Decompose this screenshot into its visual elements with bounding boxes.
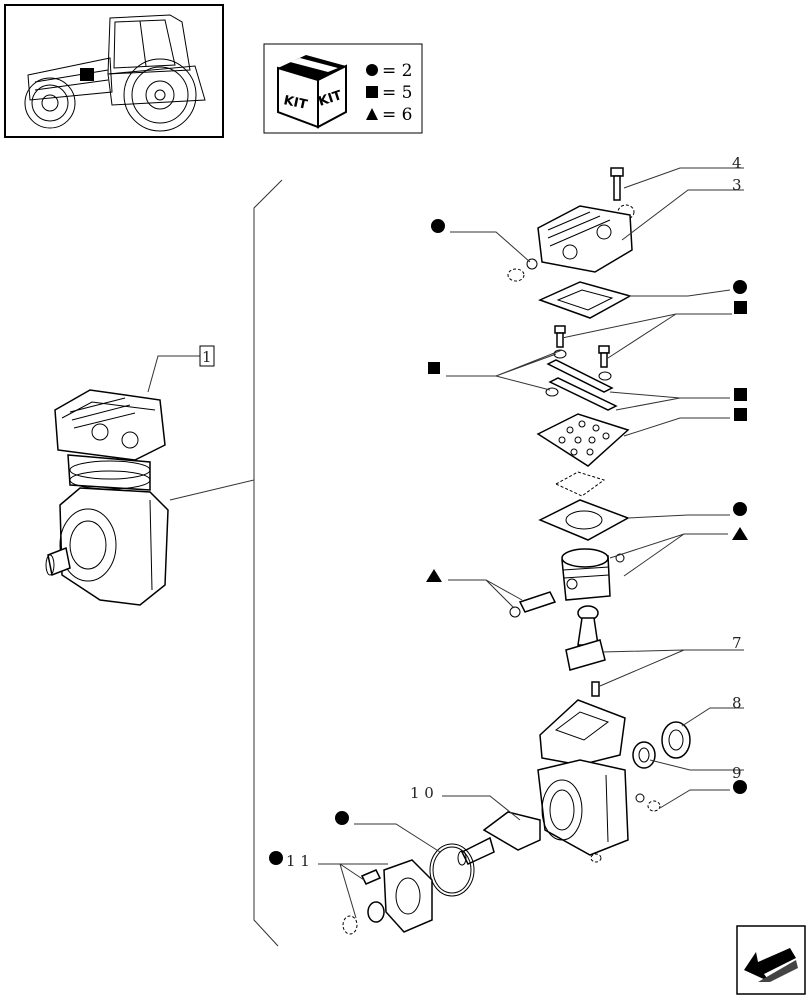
callout-3[interactable]: 3 — [732, 176, 742, 194]
piston-pin[interactable] — [509, 591, 557, 618]
marker-circle-head-fitting[interactable] — [431, 219, 445, 233]
leader-square-plate — [623, 417, 730, 437]
marker-square-screws[interactable] — [734, 301, 747, 314]
crankcase[interactable] — [537, 699, 629, 863]
legend-circle-icon — [366, 64, 378, 76]
navigate-arrow-icon — [744, 948, 798, 982]
cylinder-head[interactable] — [537, 205, 633, 273]
leader-circle-lower-gasket — [627, 514, 730, 519]
piston[interactable] — [561, 548, 625, 601]
valve-strips[interactable] — [546, 359, 618, 411]
leader-7 — [599, 649, 744, 687]
leader-triangle-piston — [609, 533, 728, 577]
marker-circle-top-gasket[interactable] — [733, 280, 747, 294]
marker-square-strips[interactable] — [734, 388, 747, 401]
legend-triangle-count: = 6 — [382, 105, 412, 125]
marker-square-plate[interactable] — [734, 408, 747, 421]
crankshaft[interactable] — [457, 811, 541, 866]
kit-label-left: KIT — [282, 93, 309, 113]
head-fittings[interactable] — [507, 258, 538, 282]
bearing-small[interactable] — [632, 741, 656, 769]
marker-circle-cover[interactable] — [269, 851, 283, 865]
callout-7[interactable]: 7 — [732, 634, 742, 652]
end-cover[interactable] — [342, 859, 433, 935]
compressor-assembly[interactable] — [45, 389, 169, 606]
callout-8[interactable]: 8 — [732, 694, 742, 712]
legend-square-count: = 5 — [382, 83, 412, 103]
marker-triangle-pin[interactable] — [426, 569, 442, 582]
leader-triangle-pin — [448, 579, 523, 609]
callout-9[interactable]: 9 — [732, 764, 742, 782]
callout-4[interactable]: 4 — [732, 154, 742, 172]
navigate-arrow-button[interactable] — [736, 925, 806, 995]
leader-3 — [621, 189, 744, 241]
leader-1 — [147, 355, 204, 393]
o-ring[interactable] — [429, 843, 475, 897]
bearing-large[interactable] — [661, 721, 691, 759]
location-marker — [80, 68, 94, 81]
legend-circle-count: = 2 — [382, 61, 412, 81]
callout-1-box — [199, 345, 215, 367]
leader-8 — [681, 707, 744, 727]
leader-circle-head-fitting — [450, 231, 531, 263]
marker-circle-lower-gasket[interactable] — [733, 502, 747, 516]
leader-9 — [649, 759, 744, 771]
kit-legend: KIT KIT = 2 = 5 = 6 — [263, 43, 423, 134]
leader-circle-top-gasket — [628, 289, 731, 297]
dashed-gasket — [554, 471, 606, 497]
leader-square-screws — [561, 313, 732, 359]
leader-square-washers — [446, 349, 563, 391]
head-bolt[interactable] — [610, 167, 624, 201]
legend-triangle-icon — [366, 108, 378, 120]
top-gasket[interactable] — [538, 281, 632, 319]
leader-square-strips — [609, 391, 730, 411]
kit-box-icon: KIT KIT — [277, 55, 347, 129]
callout-10[interactable]: 1 0 — [410, 784, 434, 802]
assembly-bracket-line — [169, 179, 283, 947]
lower-gasket[interactable] — [538, 499, 630, 541]
leader-11 — [318, 863, 388, 919]
valve-plate[interactable] — [536, 413, 630, 467]
tractor-thumbnail[interactable] — [4, 4, 224, 138]
marker-circle-oring[interactable] — [335, 811, 349, 825]
callout-1[interactable]: 1 — [202, 348, 212, 366]
leader-circle-oring — [354, 823, 441, 853]
tractor-thumbnail-icon — [24, 14, 206, 132]
connecting-rod[interactable] — [565, 605, 606, 697]
legend-square-icon — [366, 86, 378, 98]
callout-11[interactable]: 1 1 — [286, 852, 310, 870]
valve-screws[interactable] — [545, 325, 612, 397]
marker-circle-side[interactable] — [733, 780, 747, 794]
marker-triangle-piston[interactable] — [732, 527, 748, 540]
side-fittings[interactable] — [635, 793, 661, 812]
kit-label-right: KIT — [317, 88, 344, 110]
marker-square-washers[interactable] — [428, 362, 440, 374]
leader-4 — [623, 167, 744, 189]
leader-circle-side — [659, 789, 730, 809]
leader-10 — [442, 795, 521, 821]
